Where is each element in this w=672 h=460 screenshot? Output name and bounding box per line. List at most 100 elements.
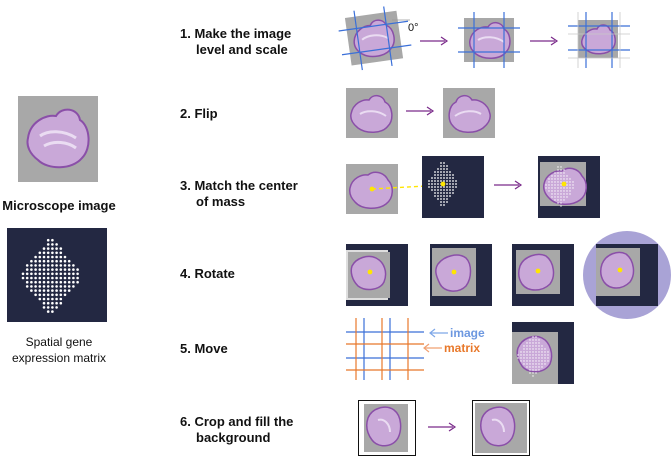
matrix-spot [46, 251, 50, 255]
matrix-spot [55, 285, 58, 288]
matrix-spot [554, 199, 556, 201]
matrix-spot [67, 285, 71, 288]
matrix-spot [443, 198, 445, 200]
matrix-spot [538, 345, 540, 347]
matrix-spot [551, 190, 553, 192]
matrix-spot [529, 339, 531, 341]
matrix-spot [554, 172, 556, 174]
matrix-spot [38, 276, 42, 280]
matrix-spot [59, 276, 63, 280]
matrix-spot [529, 354, 531, 356]
matrix-spot [63, 285, 67, 288]
matrix-spot [51, 285, 54, 288]
matrix-spot [42, 255, 46, 259]
matrix-spot [431, 189, 433, 191]
matrix-spot [67, 272, 71, 276]
matrix-spot [532, 357, 534, 359]
matrix-spot [55, 272, 58, 276]
matrix-spot [443, 177, 445, 179]
matrix-spot [30, 272, 33, 276]
matrix-spot [520, 354, 522, 356]
matrix-spot [38, 251, 42, 255]
matrix-spot [452, 192, 454, 194]
matrix-spot [434, 189, 436, 191]
matrix-spot [548, 187, 550, 189]
matrix-spot [449, 177, 451, 179]
matrix-spot [523, 354, 525, 356]
matrix-spot [34, 276, 37, 280]
matrix-spot [42, 264, 46, 267]
matrix-spot [443, 174, 445, 176]
matrix-spot [541, 345, 543, 347]
matrix-spot [434, 180, 436, 182]
matrix-spot [566, 175, 568, 177]
matrix-spot [449, 186, 451, 188]
step-3-label-line1: 3. Match the center [180, 178, 298, 193]
matrix-spot [34, 289, 37, 292]
matrix-spot [38, 289, 42, 292]
matrix-spot [526, 342, 528, 344]
matrix-spot [526, 366, 528, 368]
step2-flipped-image [443, 88, 495, 138]
matrix-spot [529, 342, 531, 344]
matrix-spot [46, 243, 50, 246]
step-6-label-line2: background [196, 430, 271, 445]
matrix-spot [30, 264, 33, 267]
matrix-spot [554, 196, 556, 198]
matrix-spot [59, 259, 63, 263]
matrix-spot [51, 268, 54, 271]
matrix-spot [72, 280, 75, 284]
matrix-spot [535, 360, 537, 362]
matrix-spot [452, 189, 454, 191]
matrix-spot [42, 272, 46, 276]
step-6-label-line1: 6. Crop and fill the [180, 414, 294, 429]
matrix-spot [434, 174, 436, 176]
matrix-spot [563, 187, 565, 189]
matrix-spot [566, 193, 568, 195]
matrix-spot [523, 363, 525, 365]
matrix-spot [446, 198, 448, 200]
matrix-spot [38, 268, 42, 271]
matrix-spot [67, 264, 71, 267]
step-5-label: 5. Move [180, 341, 228, 356]
matrix-spot [517, 354, 519, 356]
matrix-spot [446, 171, 448, 173]
step-2-label: 2. Flip [180, 106, 218, 121]
step1-rotated-image [338, 6, 412, 71]
matrix-spot [67, 280, 71, 284]
matrix-spot [51, 297, 54, 301]
matrix-spot [59, 293, 63, 297]
matrix-spot [449, 192, 451, 194]
matrix-spot [557, 169, 559, 171]
matrix-spot [51, 247, 54, 250]
matrix-spot [446, 201, 448, 203]
matrix-spot [566, 184, 568, 186]
matrix-spot [541, 357, 543, 359]
matrix-spot [55, 276, 58, 280]
matrix-spot [443, 195, 445, 197]
matrix-spot [557, 184, 559, 186]
matrix-spot [42, 259, 46, 263]
matrix-spot [46, 268, 50, 271]
matrix-spot [38, 255, 42, 259]
matrix-spot [446, 174, 448, 176]
matrix-spot [554, 187, 556, 189]
matrix-spot [455, 180, 457, 182]
matrix-spot [434, 183, 436, 185]
matrix-spot [517, 357, 519, 359]
step5-moved-result [512, 322, 574, 384]
matrix-spot [55, 268, 58, 271]
matrix-spot [21, 272, 25, 276]
matrix-spot [532, 369, 534, 371]
matrix-spot [569, 190, 571, 192]
matrix-spot [51, 259, 54, 263]
matrix-spot [428, 180, 430, 182]
matrix-spot [449, 195, 451, 197]
matrix-spot [34, 272, 37, 276]
matrix-spot [560, 202, 562, 204]
matrix-spot [526, 351, 528, 353]
matrix-spot [443, 192, 445, 194]
step1-scaled-image [568, 12, 630, 68]
matrix-spot [38, 293, 42, 297]
matrix-spot [63, 264, 67, 267]
